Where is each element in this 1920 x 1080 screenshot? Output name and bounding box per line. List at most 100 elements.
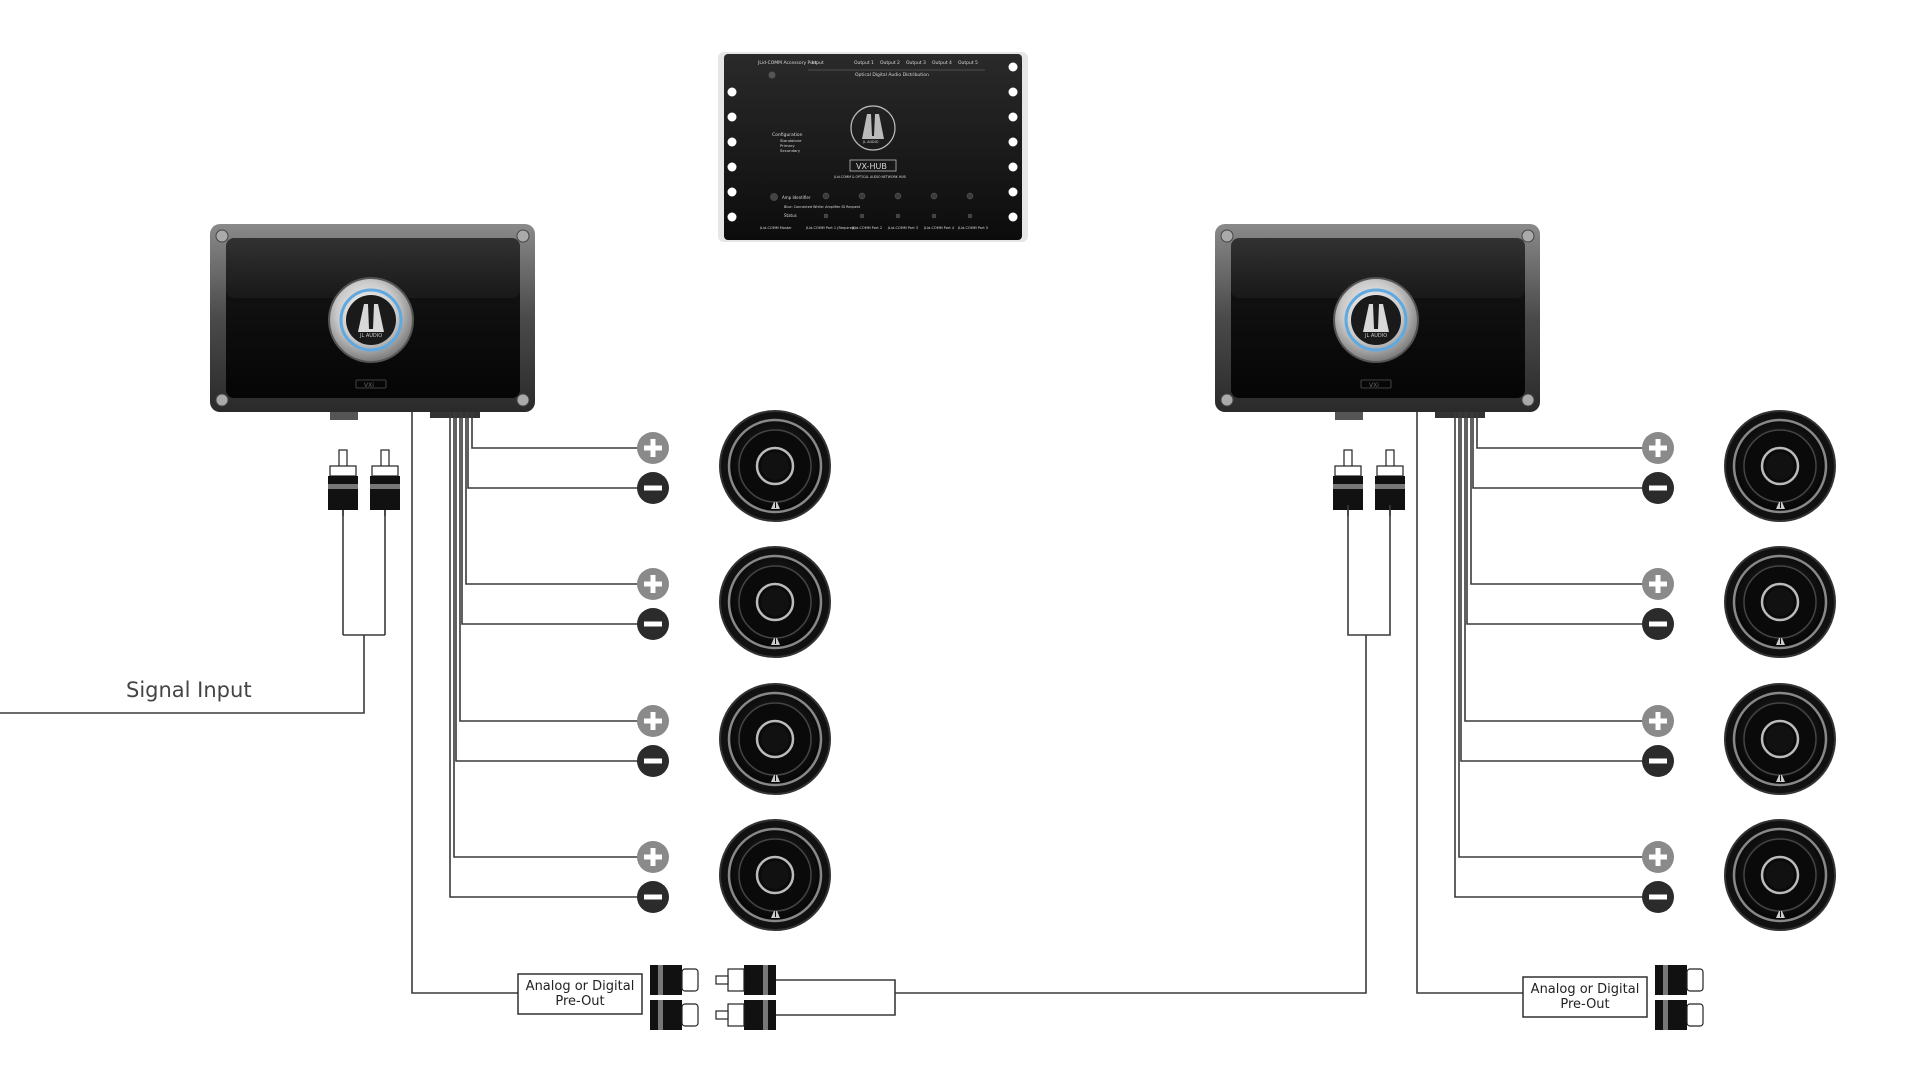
speaker-wire-plus <box>465 412 638 585</box>
rca-plug-icon <box>650 965 699 995</box>
hub-status-leds <box>822 192 974 219</box>
plus-terminal-icon <box>1642 705 1674 737</box>
amp-left-model-text: VXi <box>364 382 374 389</box>
speaker-wire-minus <box>461 412 638 625</box>
preout-right-line1: Analog or Digital <box>1531 982 1640 997</box>
hub-output-3: Output 3 <box>906 60 926 66</box>
hub-led-legend: Blue: Connected White: Amplifier ID Requ… <box>784 205 861 209</box>
speaker-wire-plus <box>1464 412 1643 722</box>
vx-hub: JLid-COMM Accessory Port Input Output 1 … <box>718 52 1028 242</box>
amplifier-left: JL AUDIO VXi <box>210 224 535 420</box>
speaker-icon <box>1724 546 1836 658</box>
jl-logo-icon <box>771 775 780 782</box>
right-input-wiring <box>1347 505 1391 636</box>
speaker-wire-minus <box>455 412 638 762</box>
rca-plug-icon <box>1655 1000 1704 1030</box>
speakers <box>719 410 1836 931</box>
minus-terminal-icon <box>637 745 669 777</box>
jl-logo-icon <box>358 304 384 332</box>
screw-icon <box>215 229 530 407</box>
rca-plug-icon <box>650 1000 699 1030</box>
speaker-wire-plus <box>459 412 638 722</box>
speaker-icon <box>1724 683 1836 795</box>
preout-label-left: Analog or Digital Pre-Out <box>517 973 643 1015</box>
hub-port-3: JLid-COMM Port 3 <box>887 226 918 230</box>
rca-plug-icon <box>715 965 776 995</box>
rca-plug-icon <box>1655 965 1704 995</box>
plus-terminal-icon <box>1642 432 1674 464</box>
speaker-wire-plus <box>1470 412 1643 585</box>
speaker-wire-plus <box>1476 412 1643 449</box>
hub-port-5: JLid-COMM Port 5 <box>957 226 988 230</box>
jl-logo-icon <box>771 911 780 918</box>
jl-logo-icon <box>1776 502 1785 509</box>
speaker-wire-minus <box>449 412 638 898</box>
hub-output-4: Output 4 <box>932 60 952 66</box>
hub-config-option-2: Primary <box>780 143 795 148</box>
hub-configuration-title: Configuration <box>772 132 803 138</box>
hub-subtitle: JLid-COMM & OPTICAL AUDIO NETWORK HUB <box>833 175 906 179</box>
hub-port-master: JLid-COMM Master <box>759 226 792 230</box>
jl-logo-icon <box>1776 638 1785 645</box>
rca-plug-icon <box>715 1000 776 1030</box>
minus-terminal-icon <box>637 472 669 504</box>
preout-left-line1: Analog or Digital <box>526 979 635 994</box>
rca-plug-icon <box>370 449 400 516</box>
hub-logo: JL AUDIO <box>850 105 896 151</box>
speaker-icon <box>719 546 831 658</box>
signal-input-label: Signal Input <box>126 678 252 702</box>
hub-input-label: Input <box>812 60 824 66</box>
rca-input-plugs-right <box>1333 449 1405 516</box>
speaker-wire-minus <box>1472 412 1643 489</box>
hub-port-2: JLid-COMM Port 2 <box>851 226 882 230</box>
minus-terminal-icon <box>1642 472 1674 504</box>
preout-wiring-right <box>1416 412 1523 994</box>
amp-right-logo-text: JL AUDIO <box>1364 333 1387 339</box>
minus-terminal-icon <box>637 881 669 913</box>
speaker-wire-plus <box>471 412 638 449</box>
speaker-icon <box>719 819 831 931</box>
hub-config-option-3: Secondary <box>780 148 801 153</box>
jl-logo-icon <box>771 638 780 645</box>
plus-terminal-icon <box>637 841 669 873</box>
speaker-icon <box>719 683 831 795</box>
preout-left-line2: Pre-Out <box>555 994 604 1009</box>
speaker-wire-minus <box>1454 412 1643 898</box>
preout-right-line2: Pre-Out <box>1560 997 1609 1012</box>
hub-accessory-port: JLid-COMM Accessory Port <box>757 60 817 66</box>
speaker-icon <box>1724 819 1836 931</box>
rca-plug-icon <box>1333 449 1363 516</box>
speaker-wire-plus <box>453 412 638 858</box>
hub-logo-text: JL AUDIO <box>862 140 879 144</box>
speaker-wire-minus <box>467 412 638 489</box>
left-speaker-wires <box>449 412 638 898</box>
minus-terminal-icon <box>1642 608 1674 640</box>
right-speaker-wires <box>1454 412 1643 898</box>
hub-amp-identifier: Amp Identifier <box>782 195 811 200</box>
hub-output-1: Output 1 <box>854 60 874 66</box>
minus-terminal-icon <box>1642 745 1674 777</box>
plus-terminal-icon <box>637 705 669 737</box>
rca-input-plugs-left <box>328 449 400 516</box>
amp-logo-knob: JL AUDIO <box>328 277 414 363</box>
plus-terminal-icon <box>637 568 669 600</box>
hub-port-4: JLid-COMM Port 4 <box>923 226 955 230</box>
jl-logo-icon <box>1363 304 1389 332</box>
jl-logo-icon <box>1776 911 1785 918</box>
speaker-wire-plus <box>1458 412 1643 858</box>
plus-terminal-icon <box>1642 841 1674 873</box>
minus-terminal-icon <box>637 608 669 640</box>
jl-logo-icon <box>771 502 780 509</box>
hub-config-option-1: Standalone <box>780 138 802 143</box>
amp-right-model-text: VXi <box>1369 382 1379 389</box>
jl-logo-icon <box>1776 775 1785 782</box>
preout-wiring-left <box>411 412 1367 1016</box>
amplifier-right: JL AUDIO VXi <box>1215 224 1540 420</box>
hub-mount-ears <box>727 62 1018 222</box>
hub-status-label: Status <box>784 213 797 218</box>
hub-model: VX-HUB <box>856 162 887 171</box>
plus-terminal-icon <box>637 432 669 464</box>
hub-distribution-title: Optical Digital Audio Distribution <box>855 72 929 78</box>
signal-input-wiring: Signal Input <box>0 505 386 714</box>
